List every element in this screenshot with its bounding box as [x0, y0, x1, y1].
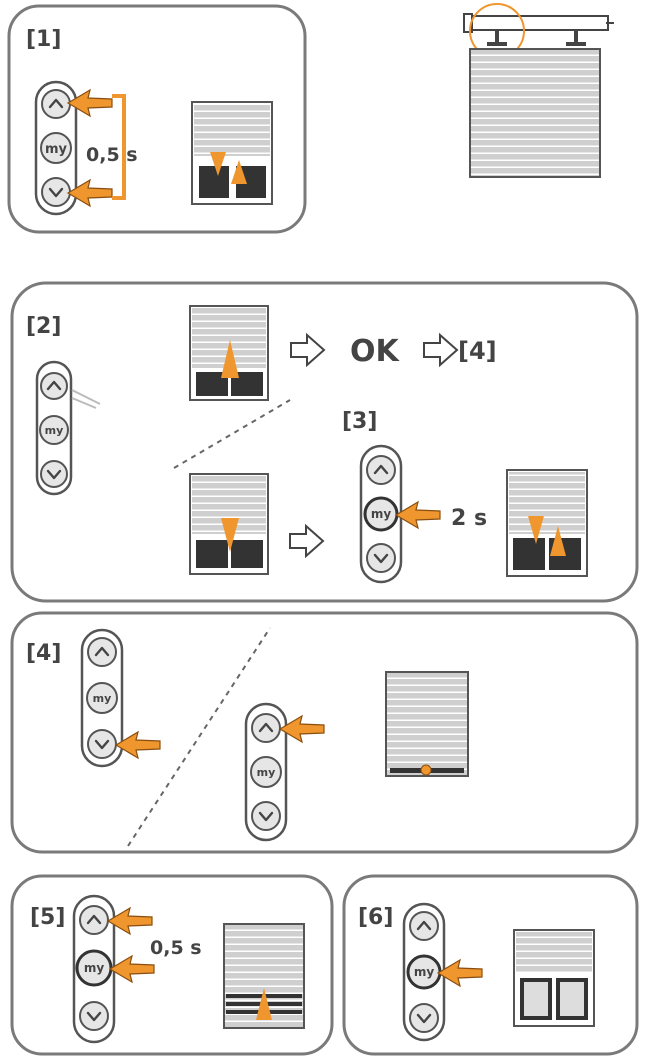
- up-button[interactable]: [40, 372, 68, 400]
- shutter-window-icon: [189, 473, 269, 575]
- flow-arrow-icon: [289, 523, 325, 559]
- down-button[interactable]: [79, 1001, 109, 1031]
- shutter-limit-icon: [385, 671, 469, 777]
- duration-label: 0,5 s: [150, 937, 202, 959]
- remote-control: my: [359, 444, 403, 584]
- down-button[interactable]: [251, 801, 281, 831]
- down-button[interactable]: [366, 543, 396, 573]
- remote-control: my: [402, 902, 446, 1042]
- my-button-label: my: [84, 961, 105, 975]
- my-button[interactable]: [39, 415, 69, 445]
- flow-arrow-icon: [423, 332, 459, 368]
- alternative-divider: [173, 399, 291, 469]
- shutter-window-icon: [506, 469, 588, 577]
- my-button[interactable]: [40, 132, 72, 164]
- panel-step-5: [5] my 0,5 s: [10, 874, 334, 1056]
- up-button[interactable]: [87, 637, 117, 667]
- down-button[interactable]: [41, 177, 71, 207]
- flow-arrow-icon: [290, 332, 326, 368]
- step-label-3: [3]: [342, 409, 377, 434]
- simultaneous-bracket: [112, 94, 126, 200]
- my-button-label: my: [371, 507, 392, 521]
- remote-control: my: [35, 360, 101, 496]
- duration-label: 2 s: [451, 506, 487, 531]
- panel-step-6: [6] my: [342, 874, 639, 1056]
- duration-label: 0,5 s: [86, 144, 138, 166]
- shutter-window-icon: [191, 101, 273, 205]
- step-label-5: [5]: [30, 905, 65, 930]
- up-button[interactable]: [409, 911, 439, 941]
- goto-step-4-label: [4]: [458, 337, 497, 365]
- down-button[interactable]: [409, 1003, 439, 1033]
- panel-step-2: [2] my OK [4]: [10, 281, 639, 603]
- up-button[interactable]: [366, 455, 396, 485]
- remote-control: my: [244, 702, 288, 842]
- my-button-label: my: [45, 142, 68, 157]
- step-label-4: [4]: [26, 641, 61, 666]
- shutter-window-icon: [223, 923, 305, 1029]
- alternative-divider: [127, 627, 271, 847]
- up-button[interactable]: [41, 89, 71, 119]
- motor-tube-illustration: [463, 3, 614, 178]
- shutter-window-icon: [189, 305, 269, 401]
- up-button[interactable]: [79, 905, 109, 935]
- step-label-1: [1]: [26, 27, 61, 52]
- press-finger-icon: [395, 501, 441, 529]
- step-label-2: [2]: [26, 314, 61, 339]
- panel-step-4: [4] my my: [10, 611, 639, 854]
- my-button-label: my: [414, 965, 435, 979]
- panel-step-1: [1] my 0,5 s: [7, 4, 307, 234]
- remote-control: my: [72, 894, 116, 1044]
- my-button[interactable]: [86, 682, 118, 714]
- ok-label: OK: [350, 334, 401, 369]
- step-label-6: [6]: [358, 905, 393, 930]
- my-button-label: my: [45, 424, 64, 437]
- my-button-label: my: [257, 766, 276, 779]
- my-button[interactable]: [250, 756, 282, 788]
- down-button[interactable]: [40, 460, 68, 488]
- down-button[interactable]: [87, 729, 117, 759]
- my-button-label: my: [93, 692, 112, 705]
- remote-control: my: [34, 80, 78, 216]
- press-lines: [71, 389, 101, 409]
- press-finger-icon: [109, 955, 155, 983]
- remote-control: my: [80, 628, 124, 768]
- up-button[interactable]: [251, 713, 281, 743]
- shutter-window-icon: [513, 929, 595, 1027]
